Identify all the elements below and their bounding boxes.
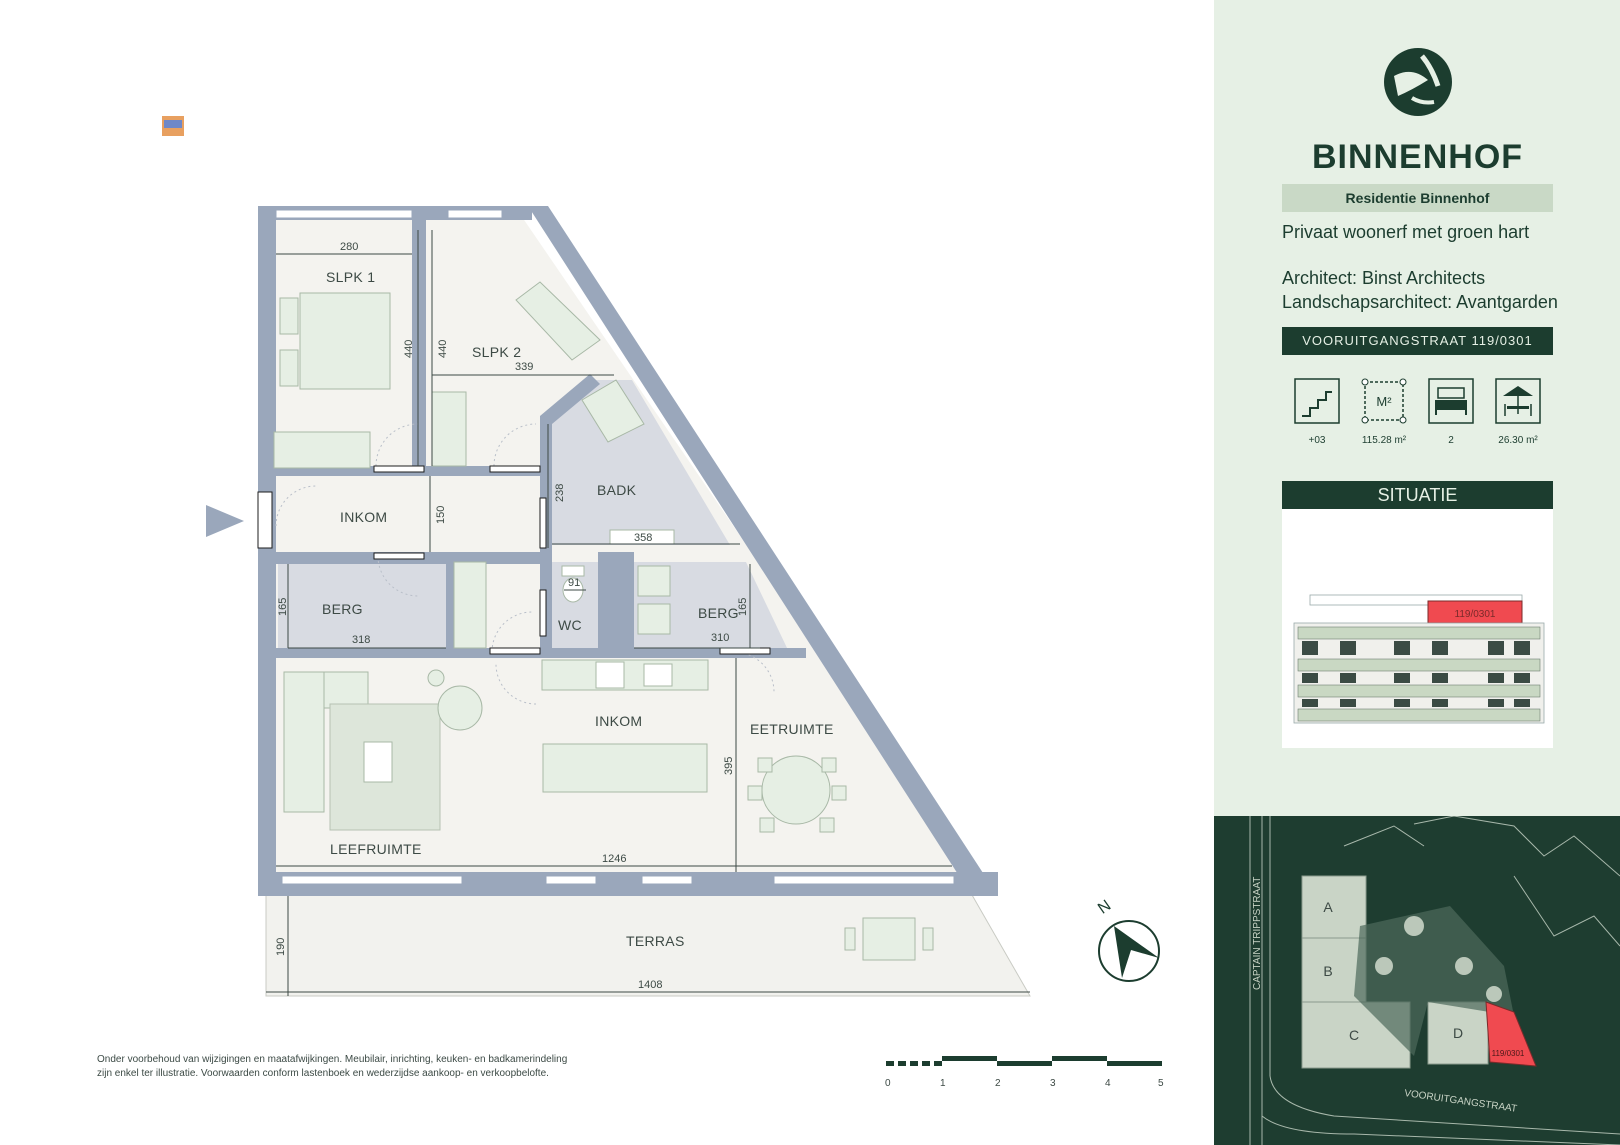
terrace-table-icon	[844, 917, 934, 961]
spec-floor-value: +03	[1308, 435, 1326, 446]
room-label-badk: BADK	[597, 482, 637, 498]
room-label-slpk1: SLPK 1	[326, 269, 375, 285]
dim-berg-right-depth: 165	[737, 598, 749, 616]
dimension-lines	[266, 230, 1030, 996]
room-label-terras: TERRAS	[626, 933, 685, 949]
scale-1: 1	[940, 1078, 946, 1089]
entrance-arrow-icon	[206, 505, 244, 537]
small-logo-icon	[162, 116, 184, 136]
dim-berg-right-width: 310	[711, 632, 729, 644]
dim-berg-left-depth: 165	[277, 598, 289, 616]
situatie-heading: SITUATIE	[1282, 481, 1553, 509]
berg-right-floor	[632, 562, 788, 650]
dim-slpk2-width: 339	[515, 361, 533, 373]
kitchen-counter-icon	[541, 659, 709, 793]
scale-4: 4	[1105, 1078, 1111, 1089]
architect-line: Architect: Binst Architects	[1282, 268, 1486, 288]
wardrobe-slpk2-icon	[431, 281, 601, 467]
tagline: Privaat woonerf met groen hart	[1282, 222, 1530, 242]
scale-bar	[886, 1056, 1162, 1066]
terrace-icon	[1495, 378, 1541, 424]
bed-slpk1-icon	[273, 292, 391, 469]
block-a	[1301, 875, 1367, 939]
dim-slpk1-depth: 440	[403, 340, 415, 358]
disclaimer: Onder voorbehoud van wijzigingen en maat…	[97, 1053, 617, 1081]
room-label-berg-left: BERG	[322, 601, 363, 617]
room-label-berg-right: BERG	[698, 605, 739, 621]
binnenhof-logo-icon	[1384, 48, 1452, 116]
spec-terrace: 26.30 m²	[1485, 378, 1551, 446]
bed-icon	[1428, 378, 1474, 424]
spec-floor: +03	[1284, 378, 1350, 446]
dim-living-depth: 395	[723, 757, 735, 775]
berg-left-floor	[278, 562, 448, 650]
north-label: N	[1095, 897, 1114, 918]
dining-table-icon	[747, 755, 847, 833]
scale-0: 0	[885, 1078, 891, 1089]
residentie-banner: Residentie Binnenhof	[1282, 184, 1553, 212]
room-label-eetruimte: EETRUIMTE	[750, 721, 834, 737]
dim-terrace-width: 1408	[638, 979, 662, 991]
floor-plan: SLPK 1 SLPK 2 BADK INKOM BERG WC BERG IN…	[162, 116, 1164, 1089]
dim-badk-width: 358	[634, 532, 652, 544]
spec-bedrooms-value: 2	[1448, 435, 1454, 446]
room-label-wc: WC	[558, 617, 582, 633]
street-vooruitgangstraat: VOORUITGANGSTRAAT	[1404, 1088, 1518, 1115]
architect-credits: Architect: Binst Architects Landschapsar…	[1282, 266, 1558, 314]
dim-badk-depth: 238	[554, 484, 566, 502]
disclaimer-line-1: Onder voorbehoud van wijzigingen en maat…	[97, 1054, 568, 1065]
windows	[275, 209, 955, 885]
spec-area-value: 115.28 m²	[1361, 435, 1407, 446]
wc-floor	[550, 562, 600, 650]
dim-slpk1-width: 280	[340, 241, 358, 253]
door-frames	[257, 465, 771, 655]
coffee-table-icon	[363, 741, 393, 783]
room-label-slpk2: SLPK 2	[472, 344, 521, 360]
area-m2-icon: M²	[1361, 378, 1407, 424]
block-label-c: C	[1349, 1027, 1359, 1043]
address-banner: VOORUITGANGSTRAAT 119/0301	[1282, 327, 1553, 355]
dim-terrace-depth: 190	[275, 938, 287, 956]
scale-5: 5	[1158, 1078, 1164, 1089]
disclaimer-line-2: zijn enkel ter illustratie. Voorwaarden …	[97, 1068, 549, 1079]
site-map-drawing: A B C D 119/0301 CAPTAIN TRIPPSTRAAT VOO…	[1249, 816, 1620, 1145]
technical-units-icon	[453, 561, 671, 649]
area-m2-icon-text: M²	[1376, 394, 1392, 409]
room-label-inkom-kitchen: INKOM	[595, 713, 642, 729]
street-captain-trippstraat: CAPTAIN TRIPPSTRAAT	[1252, 877, 1263, 990]
spec-bedrooms: 2	[1418, 378, 1484, 446]
scale-2: 2	[995, 1078, 1001, 1089]
dim-berg-left-width: 318	[352, 634, 370, 646]
dim-slpk2-depth: 440	[437, 340, 449, 358]
scale-3: 3	[1050, 1078, 1056, 1089]
situatie-unit-label: 119/0301	[1455, 609, 1496, 620]
shower-icon	[581, 379, 645, 443]
block-label-b: B	[1323, 963, 1332, 979]
landscape-line: Landschapsarchitect: Avantgarden	[1282, 292, 1558, 312]
brand-name: BINNENHOF	[1311, 138, 1524, 176]
room-label-leefruimte: LEEFRUIMTE	[330, 841, 422, 857]
doors	[275, 423, 775, 705]
block-label-a: A	[1323, 899, 1333, 915]
block-label-d: D	[1453, 1025, 1463, 1041]
bathroom-floor	[548, 380, 730, 545]
site-unit-label: 119/0301	[1492, 1049, 1525, 1058]
dim-wc-width: 91	[568, 577, 580, 589]
room-label-inkom-hall: INKOM	[340, 509, 387, 525]
dim-living-width: 1246	[602, 853, 626, 865]
stairs-icon	[1294, 378, 1340, 424]
building-elevation-drawing: 119/0301	[1293, 594, 1545, 724]
spec-terrace-value: 26.30 m²	[1498, 435, 1538, 446]
north-arrow-icon: N	[1095, 897, 1160, 982]
armchair-icon	[427, 669, 483, 731]
sofa-icon	[283, 671, 369, 813]
spec-area: M² 115.28 m²	[1351, 378, 1417, 446]
dim-inkom-depth: 150	[435, 506, 447, 524]
cooktop-icon	[595, 661, 673, 689]
